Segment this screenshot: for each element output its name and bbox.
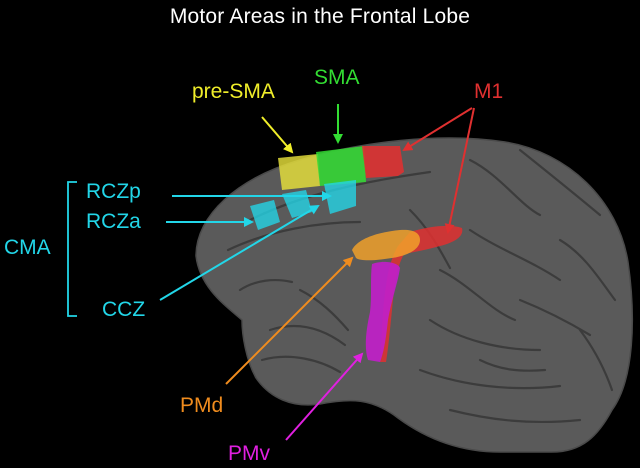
m1-arrow-dorsal	[402, 107, 473, 152]
rczp-region	[324, 180, 356, 214]
figure-title: Motor Areas in the Frontal Lobe	[169, 5, 471, 28]
pmv-region	[365, 261, 400, 362]
pmd-region	[352, 229, 420, 261]
label-pmd: PMd	[180, 394, 224, 417]
label-cma: CMA	[4, 236, 51, 259]
pmv-arrow	[285, 352, 364, 441]
pre-sma-region	[278, 154, 320, 190]
ccz-arrow	[159, 204, 320, 301]
rcza-region-lower	[250, 200, 280, 230]
pre-sma-arrow	[261, 116, 294, 154]
brain-surface	[195, 137, 634, 453]
label-m1: M1	[474, 80, 504, 103]
label-ccz: CCZ	[102, 298, 146, 321]
label-pre-sma: pre-SMA	[192, 80, 275, 103]
m1-ventral-region	[380, 225, 463, 362]
cma-bracket	[67, 181, 77, 317]
sma-region	[316, 146, 366, 186]
label-sma: SMA	[314, 66, 360, 89]
m1-dorsal-region	[362, 146, 404, 178]
label-rczp: RCZp	[86, 180, 141, 203]
label-rcza: RCZa	[86, 210, 141, 233]
label-pmv: PMv	[228, 442, 270, 465]
m1-arrow-ventral	[444, 107, 475, 234]
pmd-arrow	[225, 256, 354, 385]
